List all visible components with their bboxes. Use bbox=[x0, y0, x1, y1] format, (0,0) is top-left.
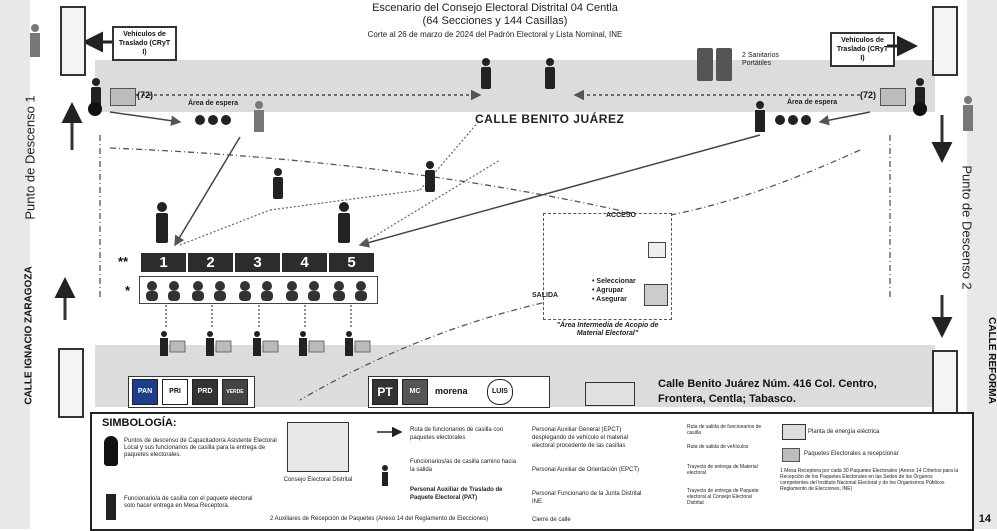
acopio-acceso-label: ACCESO bbox=[606, 212, 636, 219]
vehicle-icon-bottom-right bbox=[932, 350, 958, 420]
legend-ruta-vehiculos: Ruta de salida de vehículos bbox=[687, 444, 749, 450]
vehicle-box-right: Vehículos de Traslado (CRyT I) bbox=[830, 32, 895, 67]
legend-trayecto-paquete: Trayecto de entrega de Paquete electoral… bbox=[687, 488, 759, 506]
ballot-box-icon bbox=[644, 284, 668, 306]
mesa-5: 5 bbox=[329, 253, 374, 272]
route-dashdot-top bbox=[109, 147, 641, 216]
legend-orientacion: Personal Auxiliar de Orientación (EPCT) bbox=[532, 467, 640, 473]
legend-title: SIMBOLOGÍA: bbox=[102, 417, 177, 429]
title-line1: Escenario del Consejo Electoral Distrita… bbox=[372, 2, 618, 14]
route-exit-4 bbox=[359, 159, 501, 246]
route-exit-1 bbox=[179, 209, 271, 246]
package-icon-left bbox=[110, 88, 136, 106]
party-group-2: PT MC morena LUIS bbox=[368, 376, 550, 408]
legend-trayecto-entrega: Trayecto de entrega de Material electora… bbox=[687, 464, 758, 476]
legend-peg: Personal Auxiliar General (EPCT) despleg… bbox=[532, 427, 629, 449]
left-road-band bbox=[0, 0, 30, 529]
party-prd: PRD bbox=[192, 379, 218, 405]
package-icon-right bbox=[880, 88, 906, 106]
route-dashdot-bottom bbox=[299, 299, 556, 401]
officials-icons bbox=[146, 281, 367, 301]
party-pan: PAN bbox=[132, 379, 158, 405]
acopio-salida-label: SALIDA bbox=[532, 292, 559, 299]
legend-pat: Personal Auxiliar de Traslado de Paquete… bbox=[410, 487, 503, 501]
legend-auxiliares: 2 Auxiliares de Recepción de Paquetes (A… bbox=[270, 516, 489, 522]
bottom-packages bbox=[169, 340, 371, 353]
vehicle-icon-top-left bbox=[60, 6, 86, 76]
legend-box: SIMBOLOGÍA: Puntos de descenso de Capaci… bbox=[90, 412, 974, 531]
address-block: Calle Benito Juárez Núm. 416 Col. Centro… bbox=[658, 377, 877, 407]
legend-funcionario-junta: Personal Funcionario de la Junta Distrit… bbox=[532, 491, 642, 505]
sanitarios-label: 2 Sanitarios Portátiles bbox=[742, 52, 779, 67]
legend-ruta-salida: Ruta de salida de funcionarios de casill… bbox=[687, 424, 762, 436]
generator-icon bbox=[585, 382, 635, 406]
acopio-caption: "Área Intermedia de Acopio de Material E… bbox=[556, 322, 659, 337]
route-dashdot-right bbox=[669, 149, 861, 216]
party-group-1: PAN PRI PRD VERDE bbox=[128, 376, 255, 408]
legend-paquetes: Paquetes Electorales a recepcionar bbox=[804, 451, 899, 457]
acopio-item-1-text: Seleccionar bbox=[596, 278, 636, 285]
party-pri: PRI bbox=[162, 379, 188, 405]
route-exit-3 bbox=[419, 119, 481, 191]
title-line2: (64 Secciones y 144 Casillas) bbox=[422, 15, 568, 27]
legend-funcionarios-camino: Funcionarios/as de casilla camino hacia … bbox=[410, 459, 517, 473]
mesa-1: 1 bbox=[141, 253, 186, 272]
page-number: 14 bbox=[978, 513, 991, 525]
acopio-item-3-text: Asegurar bbox=[596, 296, 627, 303]
route-exit-2 bbox=[269, 189, 421, 211]
legend-paquetes-icon bbox=[782, 448, 800, 462]
mesa-officials-row bbox=[139, 276, 378, 304]
single-star-mark: * bbox=[125, 283, 131, 298]
party-morena: morena bbox=[435, 386, 468, 396]
material-icon bbox=[648, 242, 666, 258]
package-count-left: (72) bbox=[137, 90, 154, 100]
legend-funcionario-icon bbox=[106, 494, 116, 520]
person-figures bbox=[30, 24, 973, 356]
street-main-label: CALLE BENITO JUÁREZ bbox=[475, 112, 625, 126]
mesa-2: 2 bbox=[188, 253, 233, 272]
sanitarios-icon-2 bbox=[716, 48, 732, 81]
legend-ruta-funcionarios: Ruta de funcionarios de casilla con paqu… bbox=[410, 427, 504, 441]
acopio-item-1: • Seleccionar bbox=[592, 278, 636, 285]
acopio-item-3: • Asegurar bbox=[592, 296, 627, 303]
party-pt: PT bbox=[372, 379, 398, 405]
double-star-mark: ** bbox=[118, 254, 129, 269]
diagram-title: Escenario del Consejo Electoral Distrita… bbox=[300, 2, 690, 41]
address-line1: Calle Benito Juárez Núm. 416 Col. Centro… bbox=[658, 378, 877, 390]
title-line3: Corte al 26 de marzo de 2024 del Padrón … bbox=[367, 30, 623, 39]
vehicle-icon-bottom-left bbox=[58, 348, 84, 418]
legend-cierre: Cierre de calle bbox=[532, 517, 571, 523]
vehicle-box-left: Vehículos de Traslado (CRyT I) bbox=[112, 26, 177, 61]
party-mc: MC bbox=[402, 379, 428, 405]
route-to-espera-right bbox=[818, 111, 871, 126]
acopio-area: ACCESO SALIDA • Seleccionar • Agrupar • … bbox=[532, 212, 672, 320]
vehicle-icon-top-right bbox=[932, 6, 958, 76]
package-count-right: (72) bbox=[860, 90, 877, 100]
mesa-4: 4 bbox=[282, 253, 327, 272]
party-luis: LUIS bbox=[487, 379, 513, 405]
legend-capacitador: Puntos de descenso de Capacitador/a Asis… bbox=[124, 438, 277, 458]
legend-consejo: Consejo Electoral Distrital bbox=[283, 477, 353, 483]
legend-line-samples bbox=[377, 426, 403, 486]
acopio-item-2-text: Agrupar bbox=[596, 287, 624, 294]
legend-planta-icon bbox=[782, 424, 806, 440]
legend-funcionario-paquete: Funcionario/a de casilla con el paquete … bbox=[124, 496, 253, 509]
mesa-3: 3 bbox=[235, 253, 280, 272]
legend-consejo-icon bbox=[287, 422, 349, 472]
acopio-item-2: • Agrupar bbox=[592, 287, 624, 294]
legend-nota: 1 Mesa Receptora por cada 30 Paquetes El… bbox=[780, 468, 959, 492]
route-to-espera-left bbox=[109, 111, 182, 126]
legend-planta: Planta de energía eléctrica bbox=[808, 429, 880, 435]
party-verde: VERDE bbox=[222, 379, 248, 405]
top-road-band bbox=[95, 60, 935, 112]
sanitarios-icon bbox=[697, 48, 713, 81]
espera-label-left: Área de espera bbox=[188, 100, 239, 107]
route-espera-to-mesa5 bbox=[358, 134, 761, 248]
espera-label-right: Área de espera bbox=[787, 99, 838, 106]
address-line2: Frontera, Centla; Tabasco. bbox=[658, 393, 796, 405]
legend-capacitador-icon bbox=[104, 436, 118, 466]
